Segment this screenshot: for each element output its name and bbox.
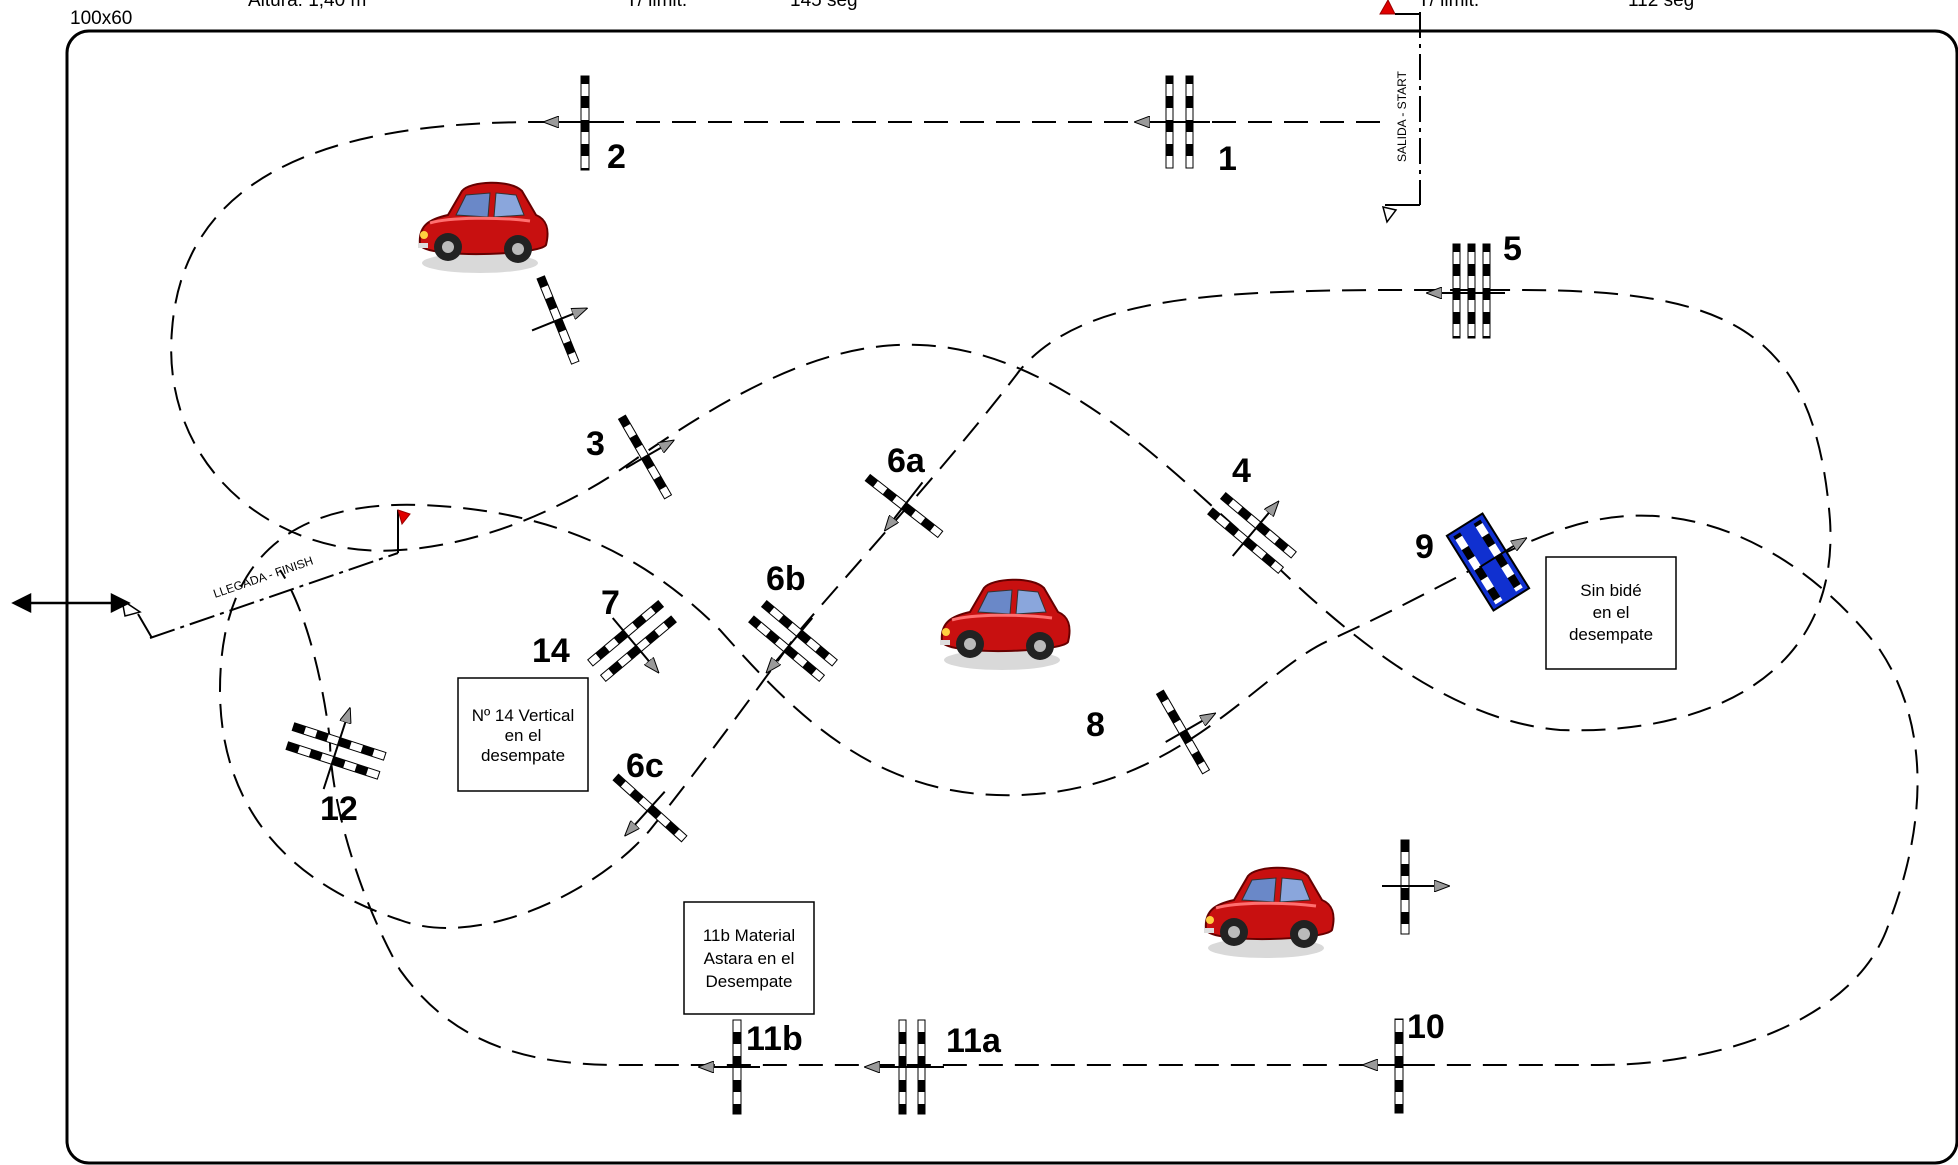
obstacle-4-number: 4	[1232, 452, 1251, 490]
note-11b: 11b Material Astara en el Desempate	[683, 901, 815, 1015]
obstacle-10-number: 10	[1407, 1008, 1445, 1046]
note-9: Sin bidé en el desempate	[1545, 556, 1677, 670]
entrance-arrow	[11, 592, 131, 614]
obstacle-3	[617, 414, 696, 500]
obstacle-7-number: 7	[601, 584, 620, 622]
obstacle-10: 10	[1364, 1008, 1445, 1114]
obstacle-1: 1	[1136, 75, 1237, 178]
obstacle-7	[587, 600, 677, 682]
obstacle-1-number: 1	[1218, 140, 1237, 178]
obstacle-11b: 11b	[700, 1019, 803, 1115]
time-limit-value-1: 145 seg	[790, 0, 858, 11]
car-icon	[416, 181, 550, 275]
obstacle-6c-number: 6c	[626, 747, 664, 785]
note-9-line-3: desempate	[1569, 625, 1653, 644]
obstacle-3-number: 3	[586, 425, 605, 463]
obstacle-5: 5	[1428, 230, 1522, 339]
finish-label: LLEGADA - FINISH	[211, 554, 315, 601]
obstacle-12	[285, 694, 387, 790]
car-icon	[938, 578, 1072, 672]
obstacle-9-number: 9	[1415, 528, 1434, 566]
obstacle-4	[1207, 492, 1297, 574]
obstacle-11a: 11a	[866, 1019, 1002, 1115]
obstacle-2-number: 2	[607, 138, 626, 176]
note-11b-line-3: Desempate	[706, 972, 793, 991]
time-limit-label-1: T/ limit.	[626, 0, 687, 11]
height-label: Altura: 1,40 m	[248, 0, 366, 11]
note-9-line-2: en el	[1593, 603, 1630, 622]
note-14: Nº 14 Vertical en el desempate	[457, 677, 589, 792]
obstacle-12-number: 12	[320, 790, 358, 828]
start-label: SALIDA - START	[1395, 70, 1409, 162]
obstacle-6b	[748, 600, 838, 682]
finish-line: LLEGADA - FINISH	[120, 509, 411, 639]
fence-unnumbered-top	[531, 275, 603, 365]
note-14-line-2: en el	[505, 726, 542, 745]
fence-unnumbered-bottom	[1382, 839, 1448, 935]
obstacle-5-number: 5	[1503, 230, 1522, 268]
arena-size-label: 100x60	[70, 8, 132, 29]
note-14-line-3: desempate	[481, 746, 565, 765]
obstacle-6a-number: 6a	[887, 442, 926, 480]
obstacle-6a	[864, 473, 944, 539]
arena-border	[65, 29, 1958, 1165]
obstacle-8-number: 8	[1086, 706, 1105, 744]
note-11b-line-1: 11b Material	[703, 926, 795, 945]
obstacle-14-number: 14	[532, 632, 570, 670]
time-limit-value-2: 112 seg	[1628, 0, 1694, 11]
course-path	[170, 121, 1919, 1066]
start-line: SALIDA - START	[1379, 0, 1421, 224]
note-11b-line-2: Astara en el	[704, 949, 795, 968]
car-icon	[1202, 866, 1336, 960]
obstacle-11b-number: 11b	[746, 1020, 803, 1058]
note-9-line-1: Sin bidé	[1580, 581, 1641, 600]
obstacle-2: 2	[545, 75, 626, 176]
time-limit-label-2: T/ limit.	[1418, 0, 1479, 11]
obstacle-11a-number: 11a	[946, 1022, 1002, 1060]
obstacle-8	[1155, 689, 1237, 775]
obstacle-9	[1445, 512, 1531, 612]
obstacle-6b-number: 6b	[766, 560, 806, 598]
obstacle-6c	[612, 773, 688, 843]
note-14-line-1: Nº 14 Vertical	[472, 706, 575, 725]
